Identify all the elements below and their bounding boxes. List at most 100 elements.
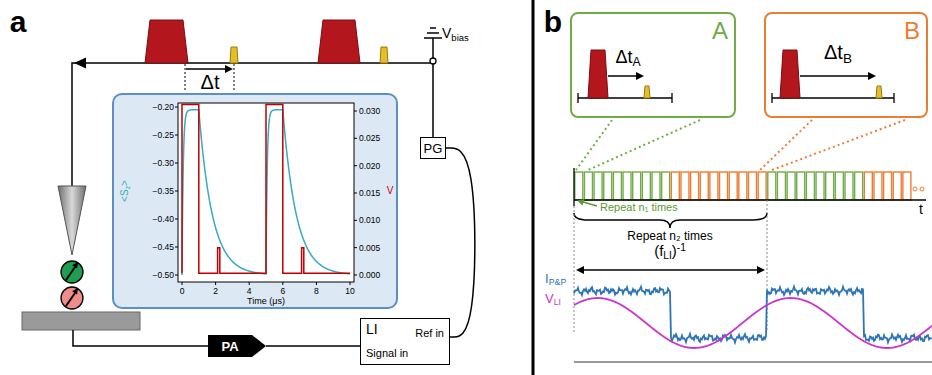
signal-name: I — [545, 271, 549, 286]
text-group: −0.40 — [152, 215, 174, 224]
pulse-bar — [816, 172, 824, 200]
time-axis — [573, 168, 574, 206]
axis-label: t — [919, 201, 923, 217]
text-group: V — [387, 186, 394, 196]
tick-label: 0.025 — [359, 133, 380, 143]
text-group: 8 — [314, 287, 319, 296]
pulse-bar — [758, 172, 766, 200]
sequence-box: AΔtA — [570, 12, 736, 118]
text-group: ΔtB — [824, 42, 852, 65]
pulse-bar — [691, 172, 699, 200]
axis-title: > — [119, 180, 130, 186]
text-group: (fLI)-1 — [654, 243, 686, 261]
period-label: LI — [663, 250, 672, 261]
tip-spin — [61, 261, 83, 283]
zoom-line — [772, 120, 905, 170]
zoom-line — [588, 120, 700, 170]
text-group: ΔtA — [615, 48, 640, 69]
zoom-line — [760, 120, 812, 170]
plot-frame — [178, 103, 354, 282]
arrow-head — [577, 199, 585, 206]
wire — [446, 148, 475, 337]
pulse-bar — [729, 172, 737, 200]
period-arrow — [582, 269, 759, 271]
arrow-head — [72, 288, 78, 295]
repeat-arrow — [583, 202, 597, 206]
delay-label: B — [843, 51, 852, 66]
pulse-bar — [864, 172, 872, 200]
probe-pulse — [230, 47, 238, 63]
delay-label: Δt — [201, 71, 220, 93]
text-group: 0.010 — [359, 216, 380, 225]
tick-label: 0.030 — [359, 106, 380, 116]
pulse-bar — [594, 172, 602, 200]
signal-axis — [574, 361, 932, 362]
lock-in-box: LI Ref in Signal in — [360, 318, 450, 365]
text-group: Ref in — [415, 328, 444, 339]
pulse-bar — [884, 172, 892, 200]
text-group: 0.000 — [359, 271, 380, 280]
plot-inset: −0.20−0.25−0.30−0.35−0.40−0.45−0.500.030… — [112, 93, 398, 309]
port-label: Signal in — [366, 347, 408, 359]
box-label: PG — [424, 140, 443, 155]
text-group: a — [10, 7, 27, 37]
continuation-dots — [913, 187, 917, 191]
signal-name: V — [545, 291, 554, 306]
pulse-bar — [662, 172, 670, 200]
time-base — [671, 93, 672, 103]
box-label: PA — [221, 339, 238, 354]
tick-label: 10 — [345, 286, 354, 296]
tick-label: −0.20 — [152, 102, 174, 112]
text-group: 10 — [345, 287, 354, 296]
tick-label: 2 — [213, 286, 218, 296]
text-group: Repeat n₂ times — [627, 230, 712, 242]
time-base — [771, 93, 772, 103]
text-group: −0.35 — [152, 187, 174, 196]
pulse-bar — [787, 172, 795, 200]
pump-pulse — [588, 50, 608, 98]
text-group: Vbias — [442, 26, 469, 42]
tick-label: −0.40 — [152, 214, 174, 224]
bias-label: bias — [451, 32, 468, 43]
pulse-bar — [768, 172, 776, 200]
arrow-head — [225, 65, 233, 73]
probe-pulse — [644, 86, 650, 98]
pulse-bar — [671, 172, 679, 200]
pulse-bar — [652, 172, 660, 200]
tick-label: 0.005 — [359, 242, 380, 252]
tick-label: 0.000 — [359, 270, 380, 280]
time-base — [577, 93, 578, 103]
text-group: LI — [366, 322, 378, 336]
tick-label: 0.010 — [359, 215, 380, 225]
voltage-curve — [182, 104, 350, 273]
sequence-box: BΔtB — [764, 12, 928, 118]
plot-frame — [178, 103, 354, 282]
signal-name: P&P — [549, 278, 567, 288]
delay-label: A — [632, 55, 640, 69]
text-group: −0.30 — [152, 159, 174, 168]
pulse-bar — [623, 172, 631, 200]
spin-arrow — [66, 293, 75, 306]
pulse-bar — [613, 172, 621, 200]
pulse-bar — [720, 172, 728, 200]
stm-tip — [58, 186, 86, 255]
period-label: ) — [672, 242, 677, 259]
surface-spin — [61, 287, 83, 309]
axis-title: Time (μs) — [247, 296, 285, 306]
arrow-head — [74, 58, 86, 69]
pump-pulse — [145, 20, 188, 63]
repeat-note: Repeat n₁ times — [600, 201, 678, 213]
bias-terminal — [430, 58, 436, 64]
arrow-head — [868, 72, 876, 80]
tick-label: −0.50 — [152, 270, 174, 280]
pulse-bar — [845, 172, 853, 200]
delay-label: Δt — [824, 41, 843, 63]
text-group: −0.20 — [152, 103, 174, 112]
panel-divider — [532, 0, 535, 375]
time-base — [893, 93, 894, 103]
axis-title: V — [387, 185, 394, 196]
pulse-bar — [893, 172, 901, 200]
repeat-note: Repeat n₂ times — [627, 229, 712, 243]
pulse-bar — [584, 172, 592, 200]
pulse-bar — [739, 172, 747, 200]
